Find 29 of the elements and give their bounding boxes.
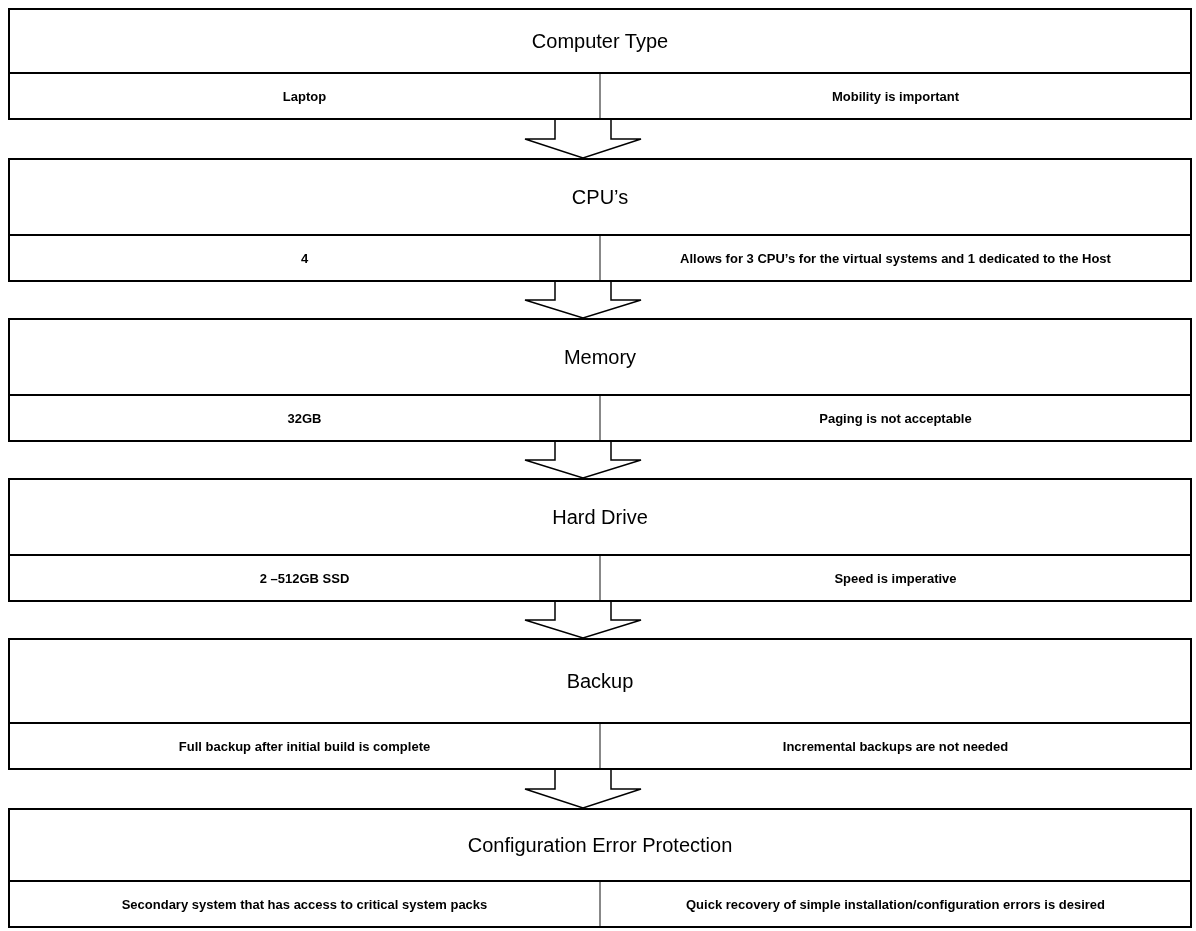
table-cell: 4 [10,236,599,280]
block-arrow [524,601,642,639]
section-heading: CPU’s [571,185,629,209]
section-panel [8,478,1192,602]
block-arrow [524,769,642,809]
table-cell: Allows for 3 CPU’s for the virtual systems and 1 dedicated to the Host [599,236,1190,280]
table-cell: 32GB [10,396,599,440]
section-heading: Configuration Error Protection [467,833,733,857]
table-cell: Laptop [10,74,599,118]
section-panel [8,158,1192,282]
table-cell: Incremental backups are not needed [599,724,1190,768]
section-panel [8,638,1192,770]
section-heading: Hard Drive [552,505,648,529]
table-cell: Speed is imperative [599,556,1190,600]
table-cell: Paging is not acceptable [599,396,1190,440]
table-cell: Secondary system that has access to critical system packs [10,882,599,926]
table-cell: Full backup after initial build is complete [10,724,599,768]
table-cell: Quick recovery of simple installation/configuration errors is desired [599,882,1190,926]
block-arrow [524,441,642,479]
section-panel [8,318,1192,442]
section-heading: Memory [563,345,637,369]
section-panel [8,808,1192,928]
section-heading: Computer Type [531,29,669,53]
section-heading: Backup [566,669,634,693]
table-cell: 2 –512GB SSD [10,556,599,600]
block-arrow [524,281,642,319]
block-arrow [524,119,642,159]
table-cell: Mobility is important [599,74,1190,118]
section-panel [8,8,1192,120]
